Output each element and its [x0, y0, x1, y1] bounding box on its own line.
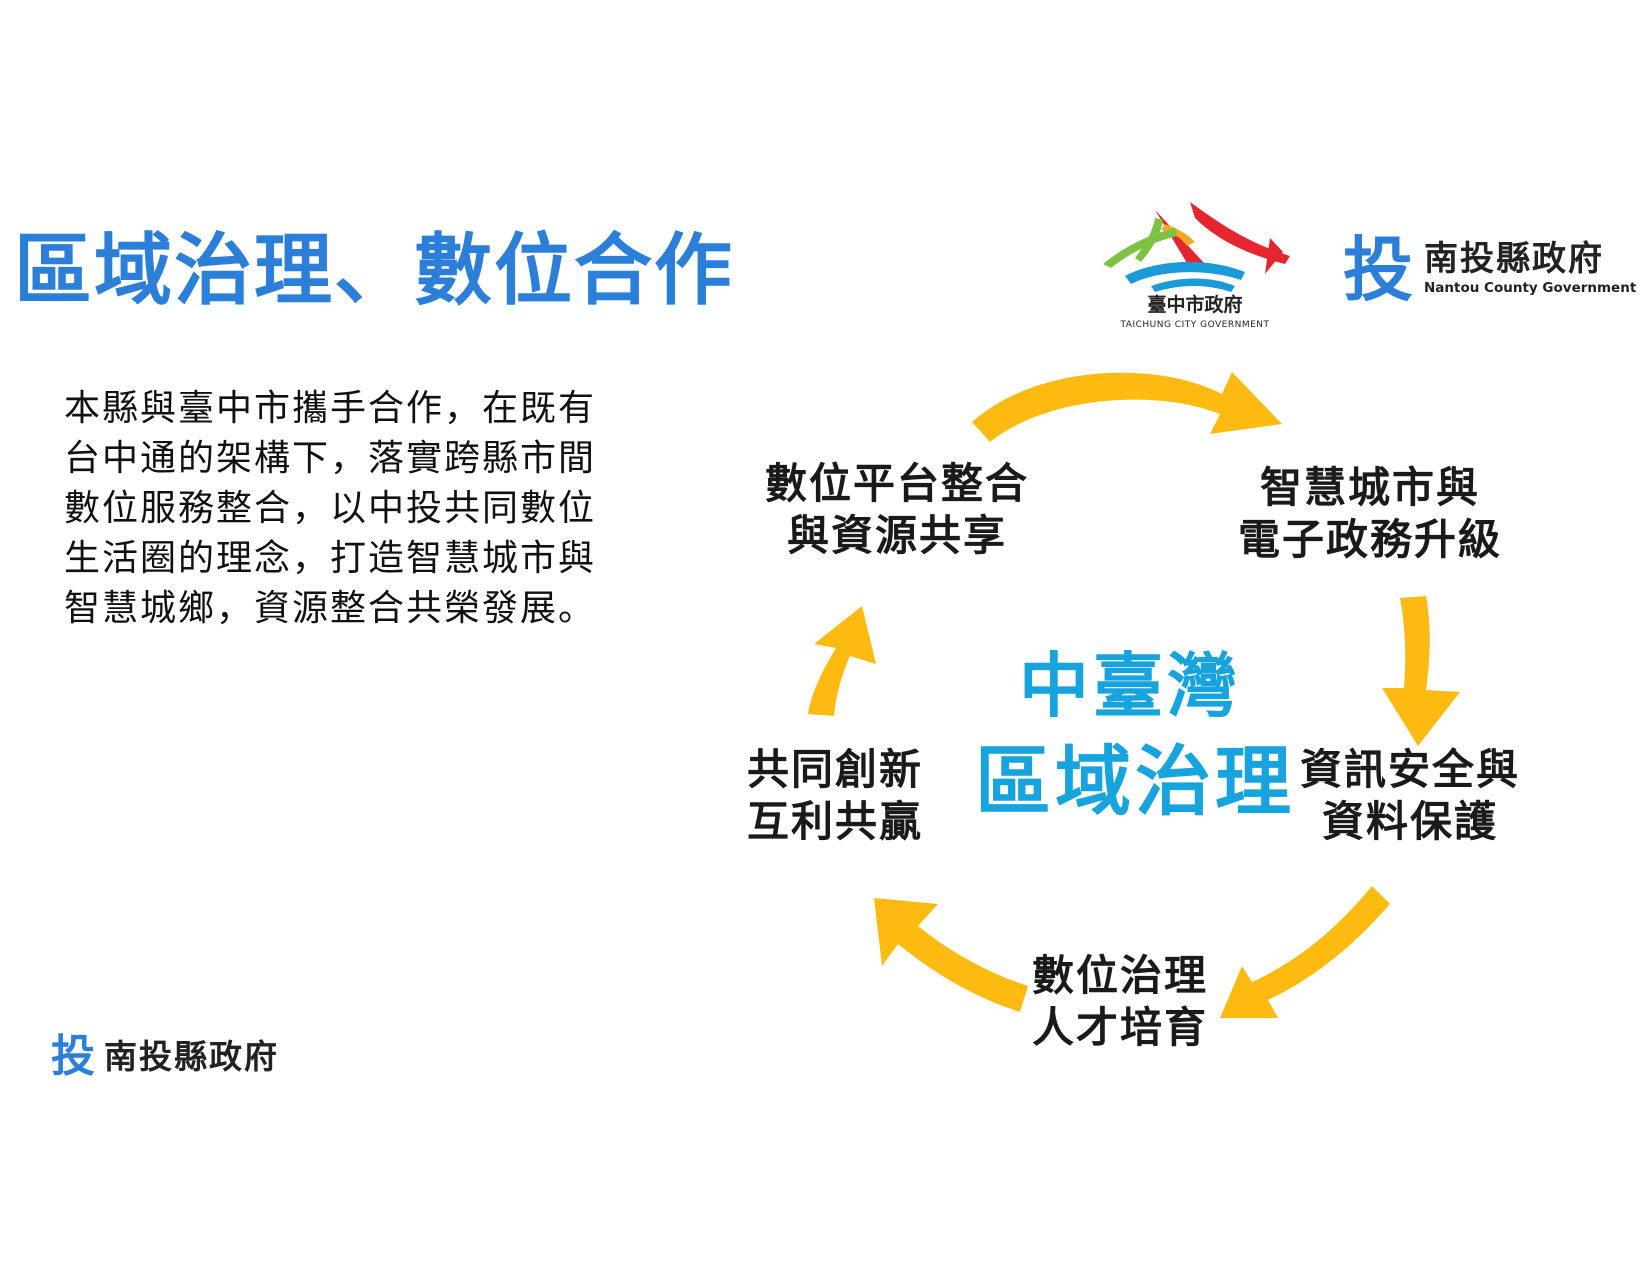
- footer-logo: 投 南投縣政府: [50, 1030, 279, 1078]
- description: 本縣與臺中市攜手合作，在既有 台中通的架構下，落實跨縣市間 數位服務整合，以中投…: [64, 384, 654, 634]
- description-line: 生活圈的理念，打造智慧城市與: [64, 538, 597, 579]
- page-title: 區域治理、數位合作: [14, 226, 735, 316]
- taichung-name-en: TAICHUNG CITY GOVERNMENT: [1120, 320, 1270, 330]
- node-platform-integration: 數位平台整合 與資源共享: [752, 458, 1042, 562]
- node-smart-city: 智慧城市與 電子政務升級: [1225, 462, 1515, 566]
- node-line: 資料保護: [1321, 797, 1498, 846]
- node-line: 數位治理: [1031, 951, 1208, 1000]
- node-co-innovation: 共同創新 互利共贏: [730, 744, 940, 848]
- description-line: 數位服務整合，以中投共同數位: [64, 488, 597, 529]
- taichung-logo: 臺中市政府 TAICHUNG CITY GOVERNMENT: [1095, 190, 1295, 340]
- node-talent-cultivation: 數位治理 人才培育: [1020, 950, 1220, 1054]
- logo-glyph: 投: [1343, 232, 1413, 304]
- taichung-name-zh: 臺中市政府: [1147, 294, 1243, 316]
- footer-name-zh: 南投縣政府: [104, 1037, 279, 1076]
- description-line: 台中通的架構下，落實跨縣市間: [64, 438, 597, 479]
- curved-arrow-icon: [972, 372, 1282, 442]
- node-info-security: 資訊安全與 資料保護: [1285, 744, 1535, 848]
- center-title-line2: 區域治理: [975, 737, 1295, 826]
- node-line: 共同創新: [746, 745, 923, 794]
- node-line: 資訊安全與: [1299, 745, 1520, 794]
- tou-logo-icon: 投: [51, 1031, 95, 1077]
- node-line: 互利共贏: [746, 797, 923, 846]
- curved-arrow-icon: [874, 898, 1028, 1012]
- taichung-emblem-icon: [1103, 202, 1290, 292]
- node-line: 人才培育: [1031, 1003, 1208, 1052]
- nantou-name-zh: 南投縣政府: [1424, 239, 1604, 279]
- node-line: 數位平台整合: [764, 459, 1029, 508]
- curved-arrow-icon: [1220, 886, 1390, 1018]
- node-line: 與資源共享: [786, 511, 1007, 560]
- nantou-logo: 投 南投縣政府 Nantou County Government: [1342, 232, 1636, 304]
- footer-logo-glyph: 投: [51, 1031, 95, 1077]
- description-line: 智慧城鄉，資源整合共榮發展。: [64, 588, 597, 629]
- node-line: 電子政務升級: [1237, 515, 1502, 564]
- node-line: 智慧城市與: [1259, 463, 1480, 512]
- tou-logo-icon: 投: [1343, 232, 1413, 304]
- nantou-name-en: Nantou County Government: [1424, 280, 1637, 296]
- curved-arrow-icon: [1382, 596, 1460, 746]
- description-line: 本縣與臺中市攜手合作，在既有: [64, 388, 597, 429]
- center-title-line1: 中臺灣: [1019, 645, 1241, 727]
- curved-arrow-icon: [808, 606, 876, 716]
